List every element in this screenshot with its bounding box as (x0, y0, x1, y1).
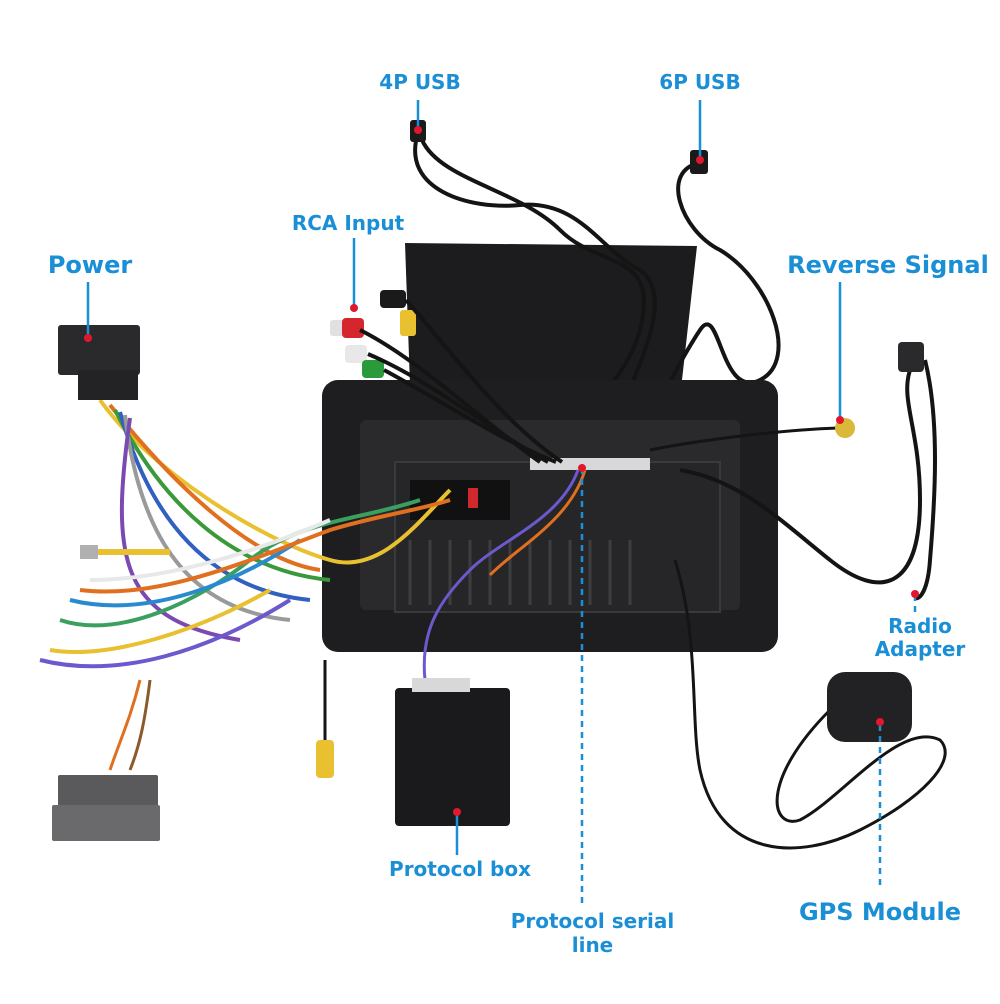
protocol-box-connector (412, 678, 470, 692)
power-connector (58, 325, 140, 375)
protocol-serial-cable (422, 469, 580, 681)
label-protocol-serial-line1: Protocol serial (510, 909, 675, 933)
rca-yellow-left-plug (80, 545, 98, 559)
label-protocol-serial-line2: line (571, 933, 614, 957)
power-connector-lower (78, 370, 138, 400)
label-gps-module: GPS Module (798, 898, 962, 926)
power-harness-wires (39, 398, 452, 669)
harness-plug-top (58, 775, 158, 807)
label-6p-usb: 6P USB (659, 70, 741, 94)
radio-adapter-cable (679, 369, 923, 585)
label-reverse-signal: Reverse Signal (787, 251, 989, 279)
red-fuse (468, 488, 478, 508)
screen-flap (405, 243, 697, 385)
leader-lines (86, 100, 842, 420)
rca-input-cables (359, 298, 564, 464)
marker-dots (84, 126, 919, 816)
gps-cable (673, 559, 947, 850)
label-protocol-box: Protocol box (389, 857, 531, 881)
label-rca-input: RCA Input (291, 211, 405, 235)
label-radio-adapter-line2: Adapter (874, 637, 966, 661)
serial-cable-orange (488, 469, 587, 577)
lower-harness-wire-2 (128, 679, 152, 771)
rca-input-plugs (330, 290, 416, 378)
label-4p-usb: 4P USB (379, 70, 461, 94)
radio-adapter-cable-2 (914, 359, 937, 601)
radio-adapter-plug (898, 342, 924, 372)
lower-harness-wires (108, 679, 142, 771)
chassis-ribs (408, 540, 632, 605)
harness-plug-bottom (52, 805, 160, 841)
gps-module (827, 672, 912, 742)
reverse-signal-wire (649, 426, 839, 452)
label-power: Power (47, 251, 133, 279)
rca-yellow-bottom-plug (316, 740, 334, 778)
protocol-box (395, 688, 510, 826)
label-radio-adapter-line1: Radio (888, 614, 952, 638)
